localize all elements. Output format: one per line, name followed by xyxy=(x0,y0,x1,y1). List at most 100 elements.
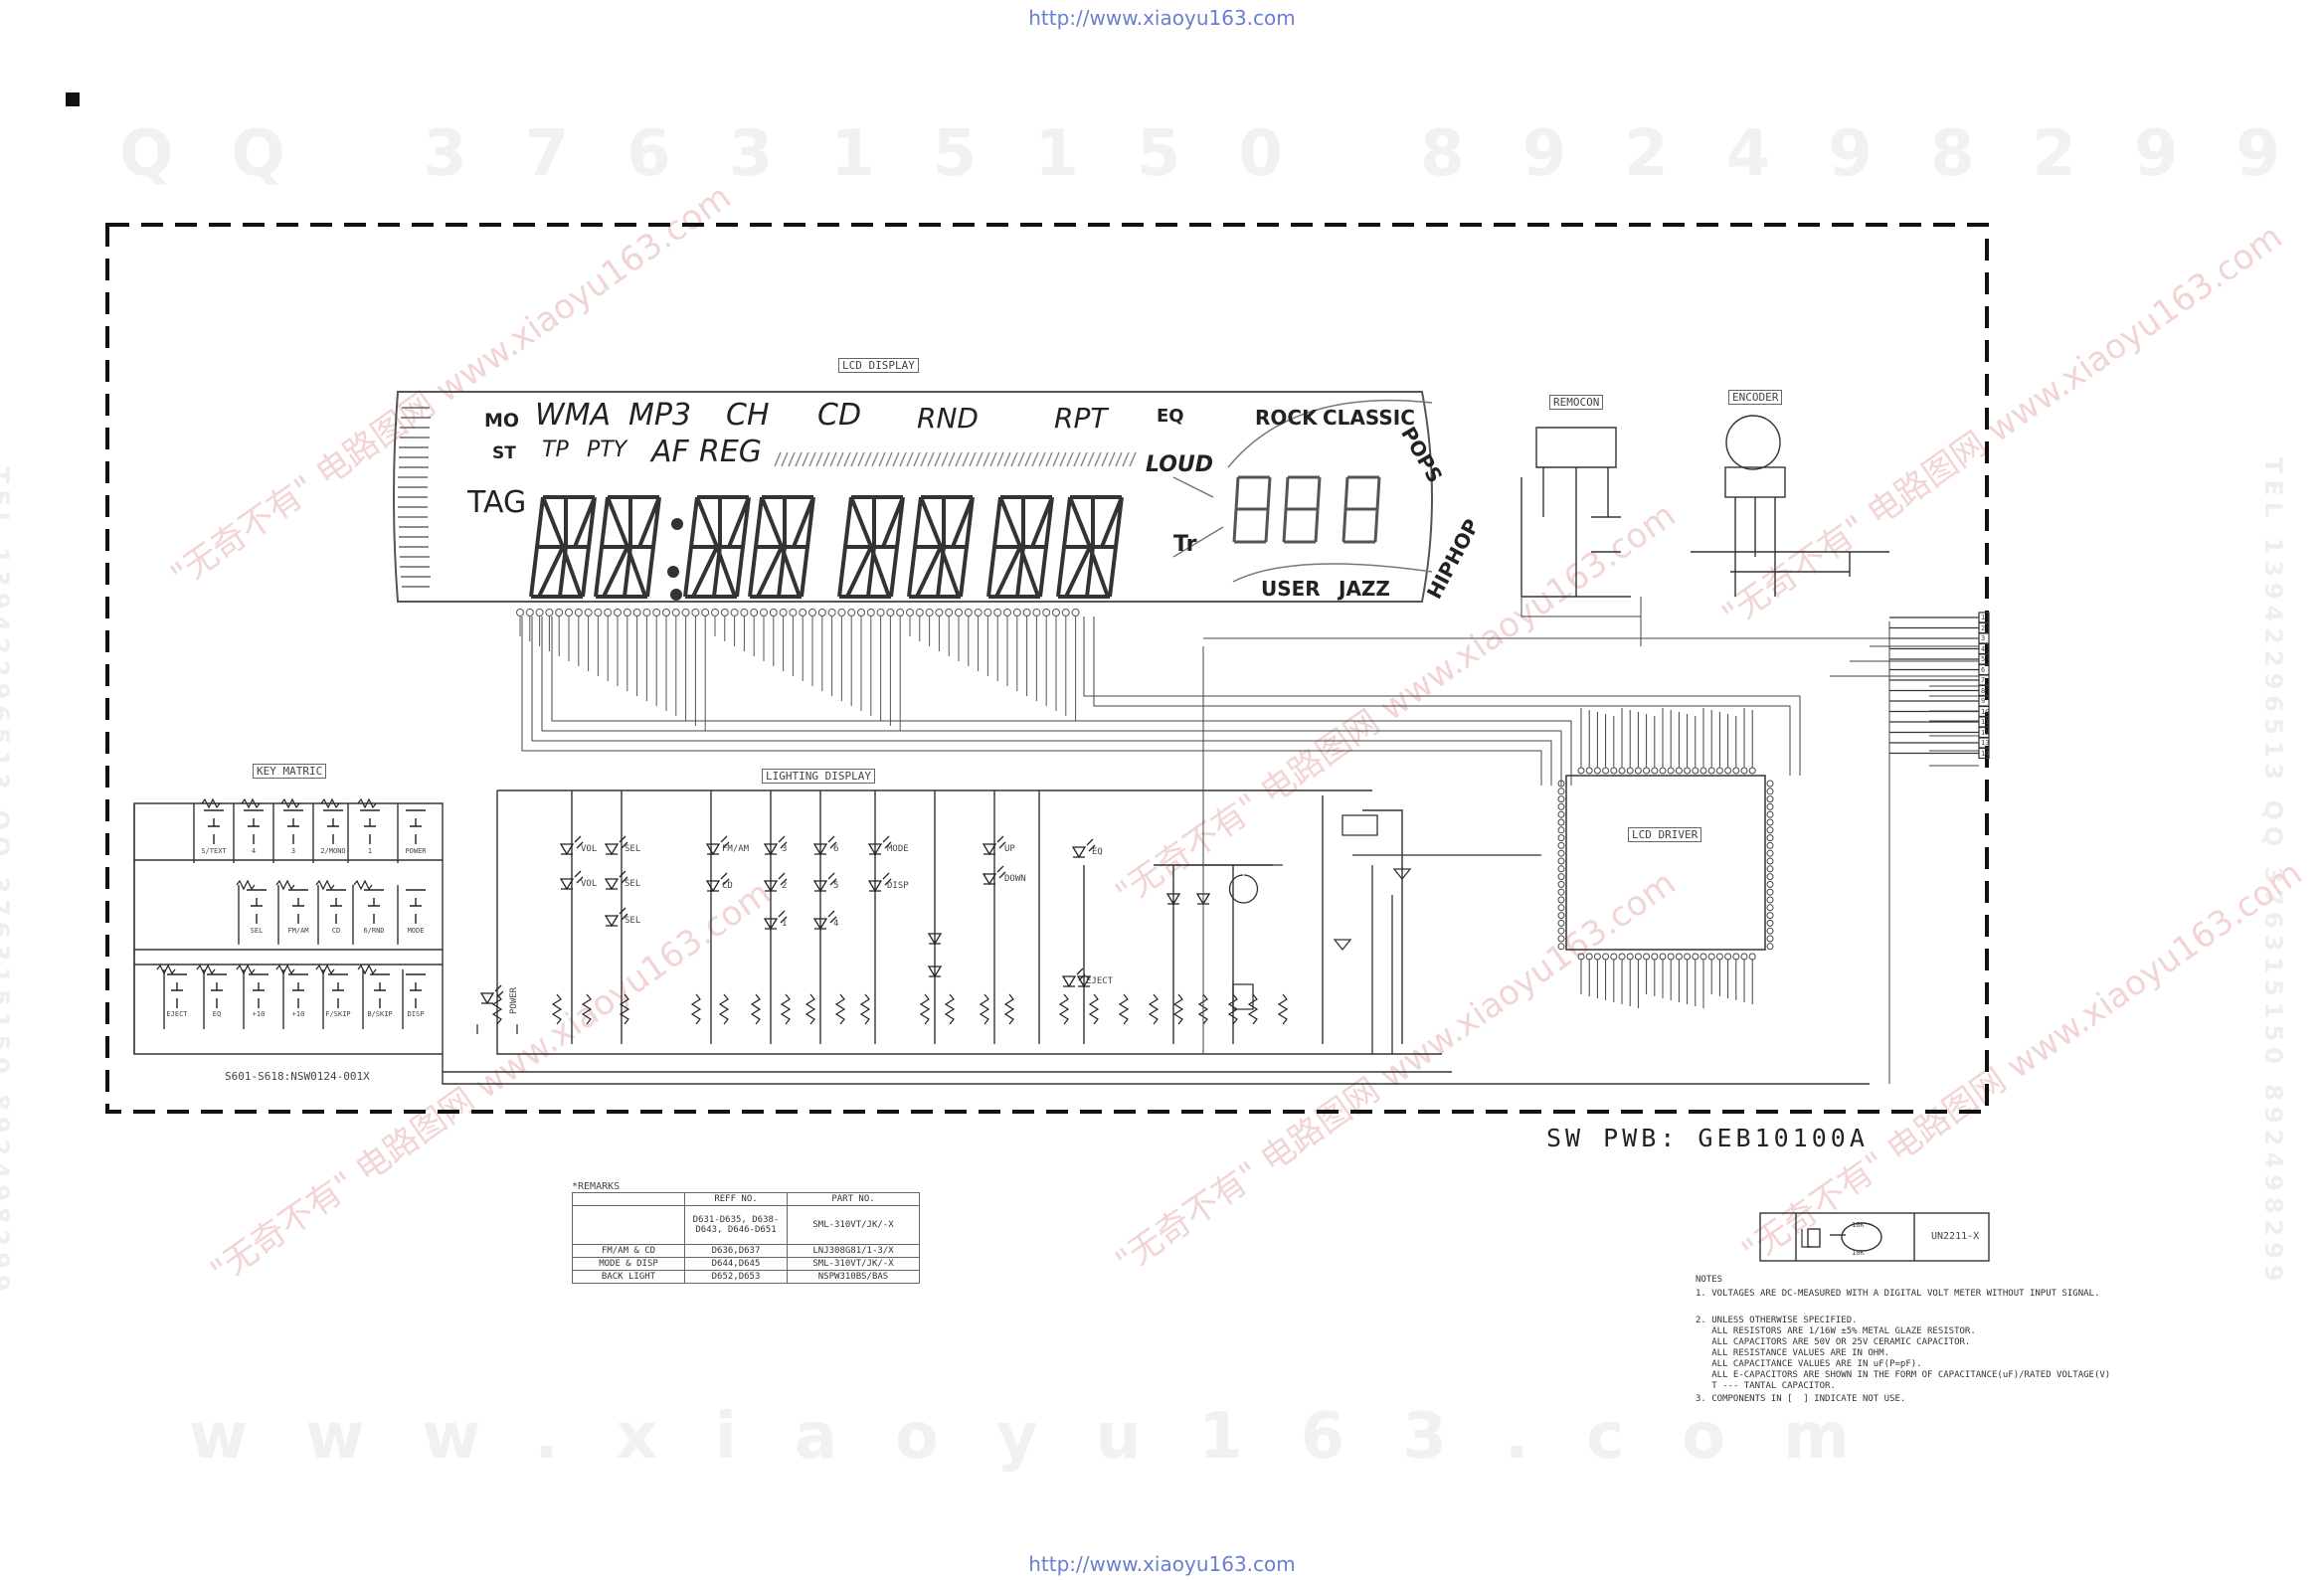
led-symbol xyxy=(927,933,943,946)
lcd-decimal-dot xyxy=(670,589,682,601)
key-label: F/SKIP xyxy=(325,1010,351,1018)
lcd-small-digits xyxy=(1232,475,1381,544)
ic-pin xyxy=(1643,767,1651,775)
ic-pin xyxy=(1557,912,1565,920)
lcd-pin xyxy=(945,609,954,616)
lcd-pin xyxy=(632,609,641,616)
ic-pin xyxy=(1577,953,1585,961)
lcd-pin xyxy=(740,609,749,616)
lcd-bus-lines xyxy=(521,616,1801,786)
connector-wiring xyxy=(1202,597,1979,1084)
ic-pin xyxy=(1659,953,1667,961)
lcd-pin xyxy=(1052,609,1060,616)
transistor-r1: 10K xyxy=(1852,1221,1865,1229)
resistor xyxy=(280,797,300,809)
lcd-hatch-rows xyxy=(774,451,1137,467)
transistor-part: UN2211-X xyxy=(1931,1231,1980,1242)
lcd-pin xyxy=(876,609,885,616)
lcd-pin xyxy=(808,609,816,616)
lcd-pin xyxy=(935,609,944,616)
lcd-cd: CD xyxy=(817,398,862,433)
ic-pin xyxy=(1732,953,1740,961)
ic-pin xyxy=(1684,953,1692,961)
lcd-rnd: RND xyxy=(917,402,979,435)
key-label: CD xyxy=(331,927,341,935)
lcd-pin xyxy=(1022,609,1031,616)
lcd-pin xyxy=(906,609,914,616)
key-switch xyxy=(406,809,426,844)
resistor xyxy=(1172,993,1184,1025)
ic-pin xyxy=(1724,767,1732,775)
led-symbol xyxy=(604,835,628,856)
resistor xyxy=(236,879,256,891)
ic-pin xyxy=(1577,767,1585,775)
lcd-user: USER xyxy=(1261,577,1321,601)
connector-pin-label: 12 xyxy=(1981,728,1990,737)
lcd-pin xyxy=(574,609,583,616)
connector-pin-label: 4 xyxy=(1981,644,1986,653)
lcd-driver-label: LCD DRIVER xyxy=(1628,827,1702,842)
ic-pin xyxy=(1557,818,1565,826)
lcd-loud: LOUD xyxy=(1146,452,1214,477)
ic-pin xyxy=(1766,788,1774,795)
lcd-driver-ic xyxy=(1565,775,1766,951)
lcd-pin xyxy=(1061,609,1070,616)
ic-pin xyxy=(1557,919,1565,927)
lcd-pin xyxy=(974,609,983,616)
ic-pin xyxy=(1748,953,1756,961)
lcd-pin xyxy=(1032,609,1041,616)
key-label: DISP xyxy=(407,1010,425,1018)
resistor xyxy=(750,993,762,1025)
ic-pin xyxy=(1557,788,1565,795)
ic-pin xyxy=(1699,953,1707,961)
connector-pin-label: 8 xyxy=(1981,686,1986,695)
ic-pin xyxy=(1626,953,1634,961)
resistor xyxy=(1277,993,1289,1025)
ic-pin xyxy=(1766,943,1774,951)
key-label: +10 xyxy=(252,1010,266,1018)
key-switch xyxy=(244,809,264,844)
key-label: MODE xyxy=(407,927,425,935)
lcd-rock: ROCK xyxy=(1255,406,1318,430)
lcd-digit xyxy=(1056,495,1124,599)
ic-pin xyxy=(1675,953,1683,961)
resistor xyxy=(1058,993,1070,1025)
lcd-pin xyxy=(779,609,788,616)
transistor-legend xyxy=(1759,1212,1990,1262)
resistor xyxy=(320,797,340,809)
connector-pin-label: 9 xyxy=(1981,697,1986,705)
ic-pin xyxy=(1557,927,1565,935)
lcd-pin xyxy=(681,609,690,616)
lcd-pin xyxy=(535,609,544,616)
ic-pin xyxy=(1766,904,1774,912)
remocon-sensor xyxy=(1520,427,1631,598)
lcd-pin xyxy=(652,609,661,616)
lcd-colon-dot xyxy=(671,518,683,530)
footer-url[interactable]: http://www.xiaoyu163.com xyxy=(1028,1552,1296,1576)
remarks-header-part: PART NO. xyxy=(787,1192,920,1206)
lcd-panel xyxy=(393,391,1433,603)
resistor xyxy=(979,993,990,1025)
connector-pin-label: 10 xyxy=(1981,707,1990,716)
resistor xyxy=(315,964,335,975)
lcd-pin xyxy=(866,609,875,616)
ic-pin xyxy=(1684,767,1692,775)
header-url[interactable]: http://www.xiaoyu163.com xyxy=(1028,6,1296,30)
led-label: FM/AM xyxy=(722,844,750,854)
led-symbol xyxy=(982,865,1006,886)
lcd-pin xyxy=(545,609,554,616)
key-switch xyxy=(288,889,308,924)
table-row: MODE & DISP D644,D645 SML-310VT/JK/-X xyxy=(572,1257,920,1271)
resistor xyxy=(551,993,563,1025)
ic-pin xyxy=(1585,953,1593,961)
resistor xyxy=(241,797,261,809)
lcd-digit xyxy=(748,495,815,599)
ic-pin xyxy=(1715,953,1723,961)
resistor xyxy=(275,879,295,891)
key-label: 1 xyxy=(367,847,373,855)
lcd-colon-dot xyxy=(667,566,679,578)
resistor xyxy=(1003,993,1015,1025)
led-label: CD xyxy=(722,881,733,891)
connector-cn xyxy=(1889,612,1990,760)
lcd-mp3: MP3 xyxy=(628,398,692,433)
